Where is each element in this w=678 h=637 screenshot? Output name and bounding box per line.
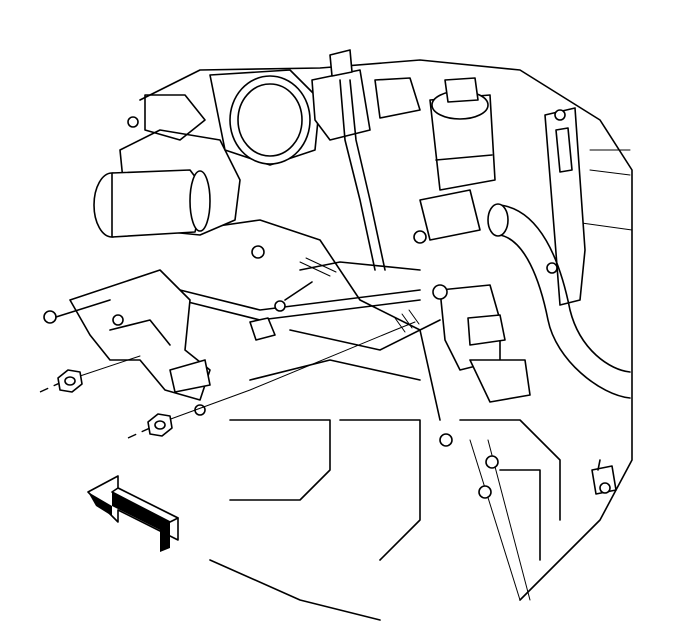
fuel-rail: [179, 257, 441, 351]
direction-arrow-icon: [87, 475, 179, 552]
sensor-assembly: [432, 284, 531, 499]
nut-upper: [57, 369, 83, 393]
egr-valve: [419, 77, 496, 241]
engine-block: [139, 59, 633, 621]
coolant-hose: [413, 203, 631, 399]
thermostat-housing: [93, 94, 265, 259]
throttle-body: [209, 49, 421, 271]
bottom-sensor: [591, 459, 617, 495]
mounting-bracket: [544, 107, 586, 306]
nut-lower: [147, 413, 173, 437]
lower-bracket: [43, 269, 286, 416]
